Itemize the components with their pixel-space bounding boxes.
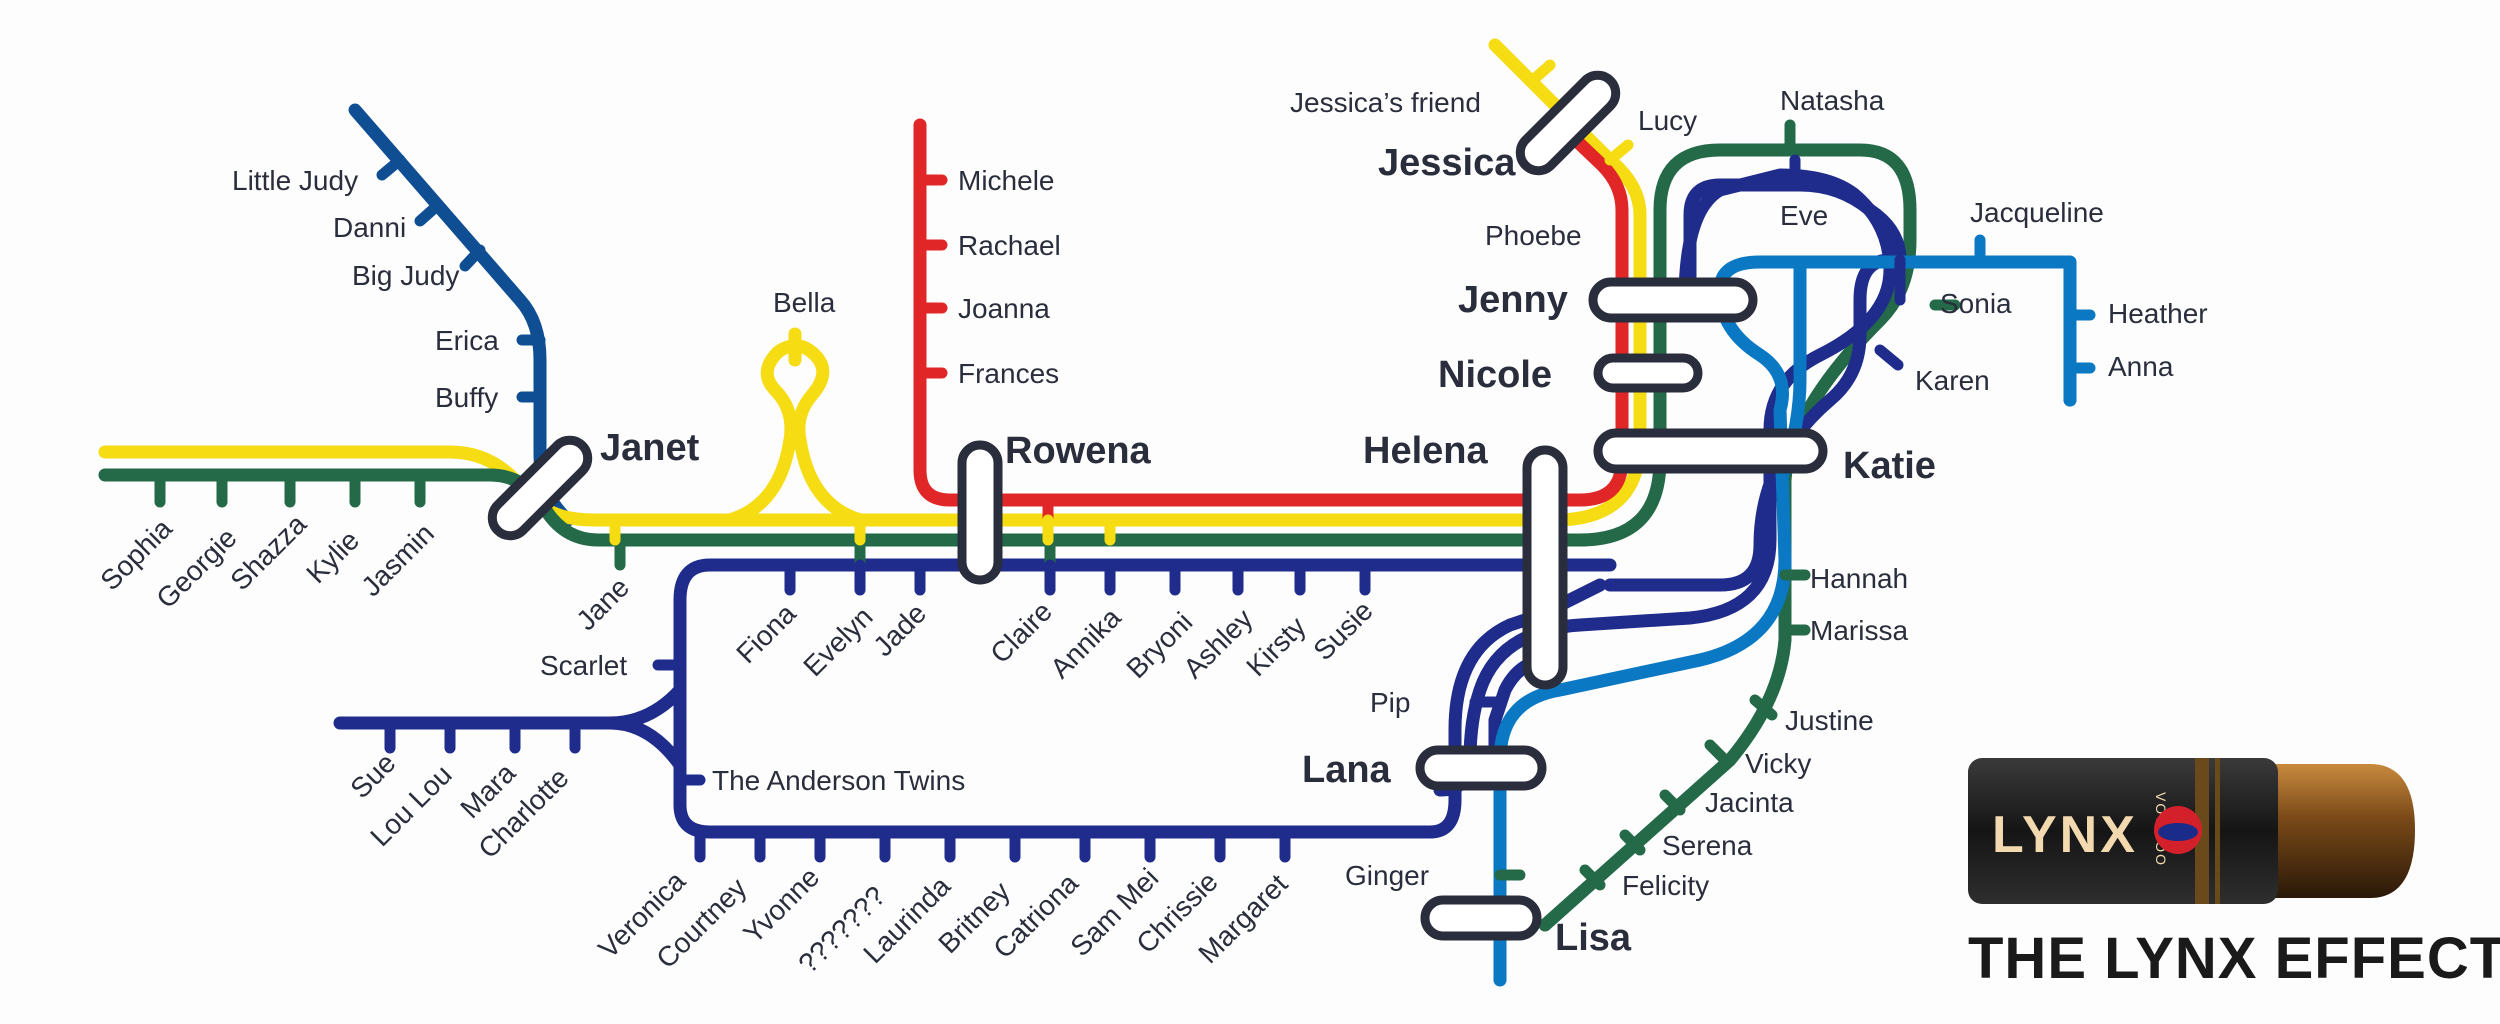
station-michele: Michele <box>958 165 1054 196</box>
line-yellow <box>98 38 1647 527</box>
label-katie: Katie <box>1843 445 1936 487</box>
label-lisa: Lisa <box>1555 917 1632 959</box>
station-marissa: Marissa <box>1810 615 1908 646</box>
station-vicky: Vicky <box>1745 748 1811 779</box>
station-annika: Annika <box>1044 601 1127 684</box>
station-serena: Serena <box>1662 830 1753 861</box>
interchange-nicole[interactable] <box>1593 353 1703 393</box>
station-sue: Sue <box>344 747 401 804</box>
station-danni: Danni <box>333 212 406 243</box>
station-catriona: Catriona <box>987 867 1084 964</box>
station-evelyn: Evelyn <box>797 601 878 682</box>
interchange-helena[interactable] <box>1522 445 1568 690</box>
line-navy-west-lower <box>603 716 687 772</box>
station-anna: Anna <box>2108 351 2174 382</box>
interchange-lana[interactable] <box>1415 745 1547 791</box>
station-eve: Eve <box>1780 200 1828 231</box>
station-fiona: Fiona <box>730 597 802 669</box>
label-lana: Lana <box>1302 749 1392 791</box>
station-phoebe: Phoebe <box>1485 220 1582 251</box>
station-scarlet: Scarlet <box>540 650 627 681</box>
station-jacinta: Jacinta <box>1705 787 1794 818</box>
station-erica: Erica <box>435 325 499 356</box>
label-jenny: Jenny <box>1458 279 1568 321</box>
interchange-rowena[interactable] <box>957 440 1003 585</box>
station-jasmin: Jasmin <box>355 518 440 603</box>
station-anderson-twins: The Anderson Twins <box>712 765 965 796</box>
station-sonia: Sonia <box>1940 288 2012 319</box>
station-felicity: Felicity <box>1622 870 1709 901</box>
station-shazza: Shazza <box>224 508 312 596</box>
station-justine: Justine <box>1785 705 1874 736</box>
station-lucy: Lucy <box>1638 105 1697 136</box>
label-helena: Helena <box>1363 430 1488 472</box>
station-ashley: Ashley <box>1177 603 1258 684</box>
label-rowena: Rowena <box>1005 430 1152 472</box>
station-bella: Bella <box>773 287 836 318</box>
interchange-katie[interactable] <box>1593 428 1828 474</box>
station-jane: Jane <box>570 571 635 636</box>
interchange-jessica[interactable] <box>1513 68 1623 178</box>
station-rachael: Rachael <box>958 230 1061 261</box>
station-hannah: Hannah <box>1810 563 1908 594</box>
tagline: THE LYNX EFFECT <box>1968 926 2500 991</box>
station-susie: Susie <box>1307 595 1378 666</box>
station-natasha: Natasha <box>1780 85 1885 116</box>
interchange-janet[interactable] <box>485 433 595 543</box>
station-buffy: Buffy <box>435 382 498 413</box>
lynx-brand: LYNX <box>1992 806 2138 864</box>
line-navy <box>1603 178 1907 592</box>
station-karen: Karen <box>1915 365 1990 396</box>
label-jessica: Jessica <box>1378 142 1516 184</box>
station-claire: Claire <box>984 596 1058 670</box>
station-jessicas-friend: Jessica’s friend <box>1290 87 1481 118</box>
line-red <box>913 118 1629 507</box>
station-little-judy: Little Judy <box>232 165 358 196</box>
line-blue <box>1493 255 2077 987</box>
station-yvonne: Yvonne <box>737 861 825 949</box>
interchange-lisa[interactable] <box>1420 895 1542 941</box>
label-janet: Janet <box>600 427 700 469</box>
station-joanna: Joanna <box>958 293 1050 324</box>
station-jade: Jade <box>867 597 932 662</box>
lynx-can: LYNX VOODOO <box>1968 758 2415 904</box>
station-big-judy: Big Judy <box>352 260 459 291</box>
station-jacqueline: Jacqueline <box>1970 197 2104 228</box>
station-frances: Frances <box>958 358 1059 389</box>
interchange-jenny[interactable] <box>1588 277 1758 323</box>
label-nicole: Nicole <box>1438 354 1552 396</box>
station-heather: Heather <box>2108 298 2208 329</box>
station-ginger: Ginger <box>1345 860 1429 891</box>
line-yellow-bella-branch <box>723 339 867 527</box>
station-pip: Pip <box>1370 687 1410 718</box>
